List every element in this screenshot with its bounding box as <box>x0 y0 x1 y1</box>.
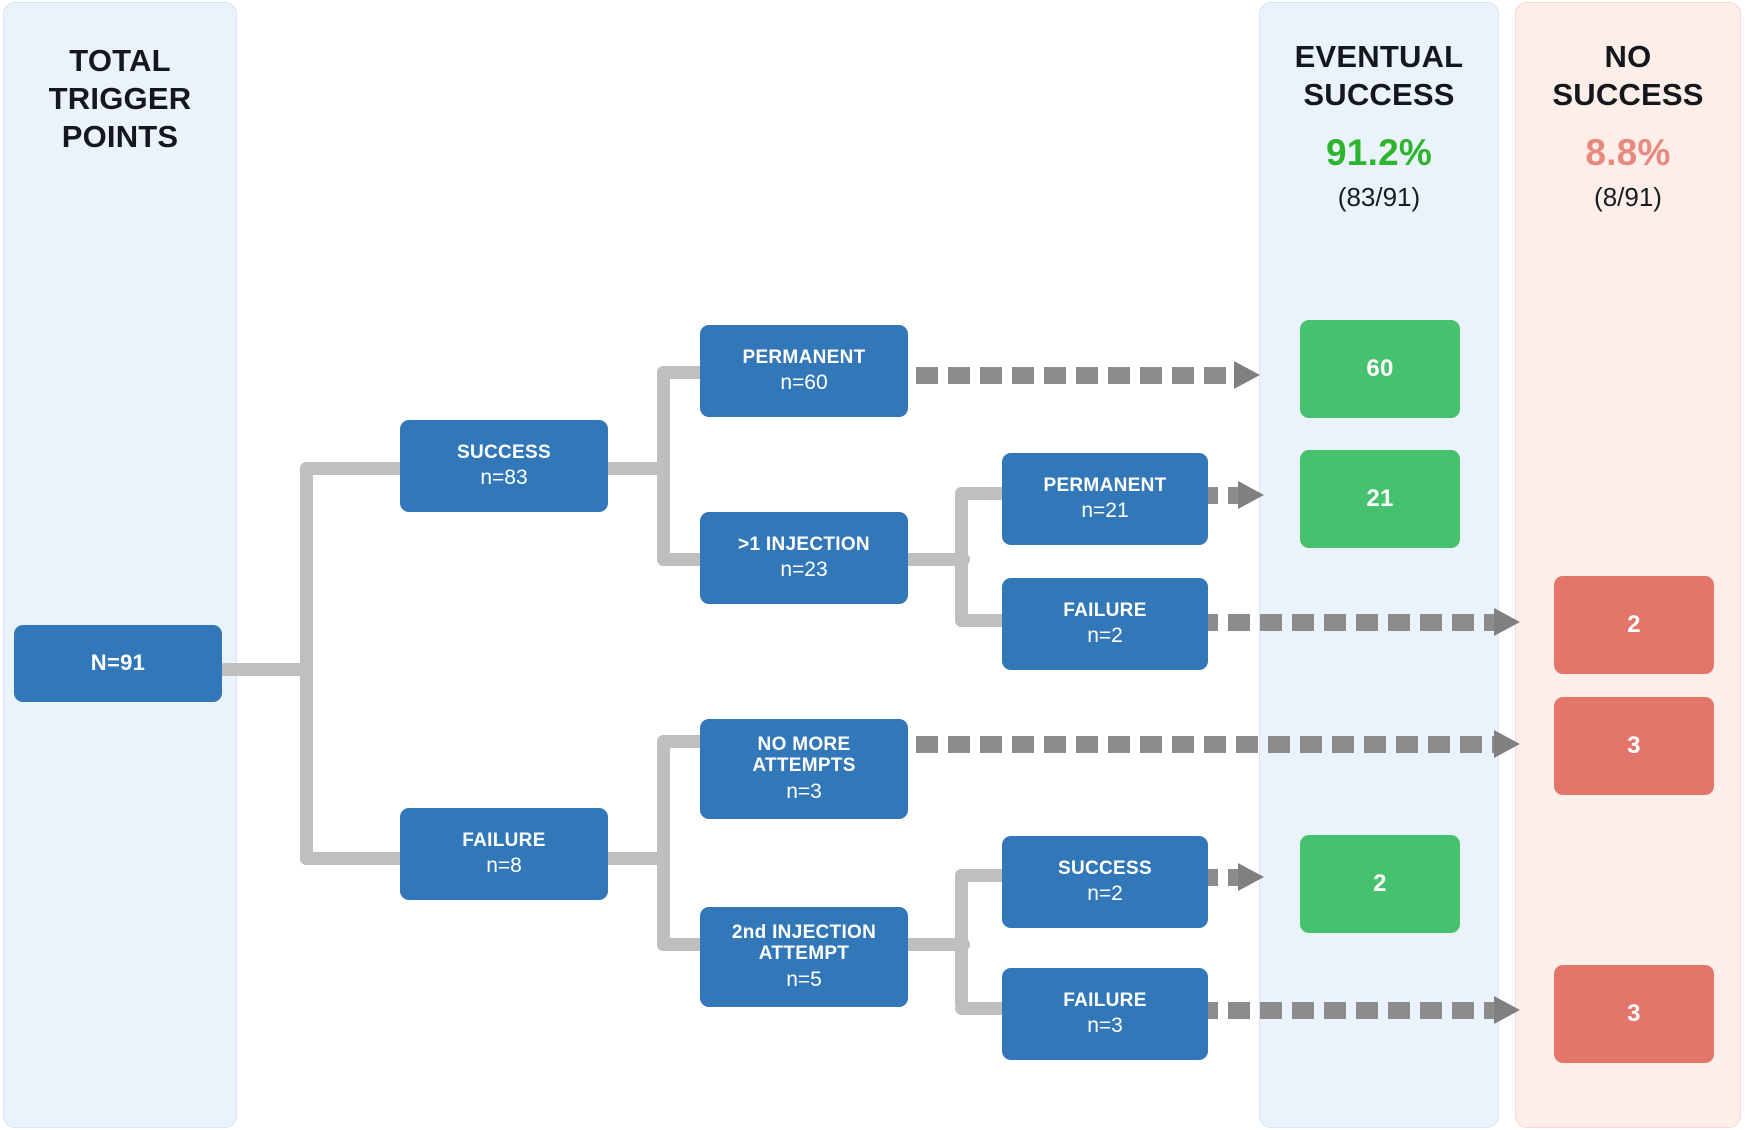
connector-secondinj5-stub <box>900 938 970 951</box>
connector-success-stub <box>600 462 670 475</box>
connector-root-to-failure <box>300 852 410 865</box>
node-failure-n2-count: n=2 <box>1087 624 1123 648</box>
connector-injection23-to-permanent21 <box>955 487 1015 500</box>
panel-eventual-success <box>1259 2 1499 1128</box>
node-success-n83-label: SUCCESS <box>457 441 551 463</box>
node-failure-n8-label: FAILURE <box>462 829 546 851</box>
no-success-fraction: (8/91) <box>1594 182 1662 212</box>
node-success-n2[interactable]: SUCCESS n=2 <box>1002 836 1208 928</box>
node-permanent-n21-label: PERMANENT <box>1043 474 1167 496</box>
node-success-n2-label: SUCCESS <box>1058 857 1152 879</box>
node-permanent-n21[interactable]: PERMANENT n=21 <box>1002 453 1208 545</box>
connector-injection23-spine <box>955 487 968 627</box>
node-success-n83[interactable]: SUCCESS n=83 <box>400 420 608 512</box>
connector-injection23-stub <box>900 553 970 566</box>
arrow-failure3-to-red3 <box>1196 996 1558 1024</box>
connector-secondinj5-to-success2 <box>955 869 1015 882</box>
no-success-percent: 8.8% <box>1585 132 1671 173</box>
outcome-green-2[interactable]: 2 <box>1300 835 1460 933</box>
node-more-than-one-injection-n23[interactable]: >1 INJECTION n=23 <box>700 512 908 604</box>
arrow-permanent21-to-green21 <box>1196 481 1296 509</box>
node-permanent-n60-count: n=60 <box>780 371 828 395</box>
outcome-green-60-value: 60 <box>1366 354 1394 382</box>
node-permanent-n60-label: PERMANENT <box>742 346 866 368</box>
outcome-green-60[interactable]: 60 <box>1300 320 1460 418</box>
outcome-red-3-no-more-attempts[interactable]: 3 <box>1554 697 1714 795</box>
outcome-red-2[interactable]: 2 <box>1554 576 1714 674</box>
arrow-nomore3-to-red3 <box>916 730 1558 758</box>
outcome-red-3b-value: 3 <box>1627 999 1641 1027</box>
node-failure-n2-label: FAILURE <box>1063 599 1147 621</box>
outcome-red-3a-value: 3 <box>1627 731 1641 759</box>
node-failure-n3-label: FAILURE <box>1063 989 1147 1011</box>
connector-secondinj5-spine <box>955 869 968 1009</box>
arrow-success2-to-green2 <box>1196 863 1296 891</box>
outcome-red-3-failure[interactable]: 3 <box>1554 965 1714 1063</box>
node-failure-n3[interactable]: FAILURE n=3 <box>1002 968 1208 1060</box>
connector-root-to-success <box>300 462 410 475</box>
node-permanent-n21-count: n=21 <box>1081 499 1129 523</box>
connector-secondinj5-to-failure3 <box>955 1002 1015 1015</box>
panel-no-success <box>1515 2 1741 1128</box>
node-no-more-attempts-n3-count: n=3 <box>786 779 822 803</box>
connector-failure-spine <box>657 735 670 951</box>
node-success-n83-count: n=83 <box>480 466 528 490</box>
node-success-n2-count: n=2 <box>1087 882 1123 906</box>
node-failure-n3-count: n=3 <box>1087 1014 1123 1038</box>
eventual-success-fraction: (83/91) <box>1337 182 1421 212</box>
connector-root-spine <box>300 462 313 865</box>
node-failure-n8[interactable]: FAILURE n=8 <box>400 808 608 900</box>
node-more-than-one-injection-n23-label: >1 INJECTION <box>738 533 870 555</box>
arrow-failure2-to-red2 <box>1196 608 1558 636</box>
outcome-green-21[interactable]: 21 <box>1300 450 1460 548</box>
arrow-permanent60-to-green60 <box>916 361 1298 389</box>
node-root-label: N=91 <box>90 650 146 676</box>
node-more-than-one-injection-n23-count: n=23 <box>780 558 828 582</box>
connector-failure-stub <box>600 852 670 865</box>
connector-success-spine <box>657 366 670 566</box>
panel-total-trigger-points <box>3 2 237 1128</box>
connector-injection23-to-failure2 <box>955 614 1015 627</box>
outcome-green-21-value: 21 <box>1366 484 1394 512</box>
node-failure-n8-count: n=8 <box>486 854 522 878</box>
outcome-red-2-value: 2 <box>1627 610 1641 638</box>
eventual-success-percent: 91.2% <box>1326 132 1432 173</box>
connector-root-stub <box>218 663 312 676</box>
node-permanent-n60[interactable]: PERMANENT n=60 <box>700 325 908 417</box>
node-second-injection-attempt-n5-count: n=5 <box>786 967 822 991</box>
node-root-n91[interactable]: N=91 <box>14 625 222 702</box>
outcome-green-2-value: 2 <box>1373 869 1387 897</box>
node-failure-n2[interactable]: FAILURE n=2 <box>1002 578 1208 670</box>
